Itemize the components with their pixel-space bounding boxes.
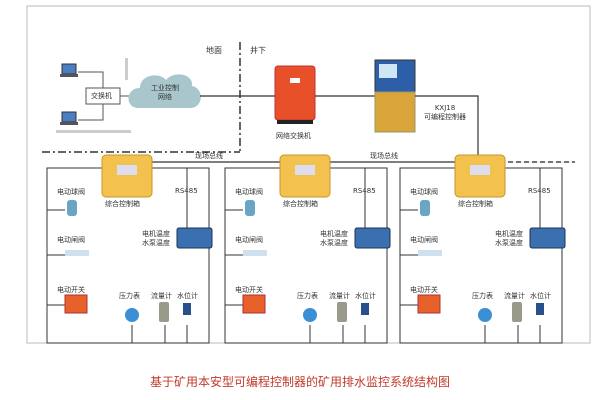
ball-valve-icon [67, 200, 77, 216]
controller-display [117, 165, 137, 175]
rs485-label: RS485 [528, 187, 551, 195]
motor-temp-label: 电机温度 [495, 230, 523, 238]
computer-icon [60, 63, 78, 77]
level-meter-icon [361, 303, 369, 315]
flowmeter-icon [159, 302, 169, 322]
controller-box-icon [101, 154, 153, 198]
rs485-label: RS485 [175, 187, 198, 195]
ball-valve-label: 电动球阀 [410, 188, 438, 196]
switch-label: 交换机 [91, 92, 112, 100]
electric-switch-icon [417, 294, 441, 314]
branch-wiring [46, 167, 210, 344]
pressure-gauge-icon [478, 308, 492, 322]
fieldbus-label: 现场总线 [370, 152, 398, 160]
plc-icon [374, 59, 416, 133]
pressure-label: 压力表 [297, 292, 318, 300]
level-label: 水位计 [355, 292, 376, 300]
network-switch-icon [274, 65, 316, 124]
level-label: 水位计 [177, 292, 198, 300]
electric-switch-label: 电动开关 [57, 286, 85, 294]
flowmeter-icon [512, 302, 522, 322]
pump-temp-label: 水泵温度 [142, 239, 170, 247]
branch-wiring [224, 167, 388, 344]
gate-valve-label: 电动闸阀 [410, 236, 438, 244]
pressure-label: 压力表 [472, 292, 493, 300]
flow-label: 流量计 [151, 292, 172, 300]
flow-label: 流量计 [329, 292, 350, 300]
ball-valve-label: 电动球阀 [235, 188, 263, 196]
motor-temp-label: 电机温度 [142, 230, 170, 238]
gate-valve-icon [65, 250, 89, 256]
gate-valve-label: 电动闸阀 [57, 236, 85, 244]
fieldbus-label: 现场总线 [195, 152, 223, 160]
gate-valve-icon [418, 250, 442, 256]
level-meter-icon [183, 303, 191, 315]
pump-temp-label: 水泵温度 [495, 239, 523, 247]
level-meter-icon [536, 303, 544, 315]
controller-box-icon [454, 154, 506, 198]
ball-valve-icon [420, 200, 430, 216]
motor-temp-label: 电机温度 [320, 230, 348, 238]
ball-valve-icon [245, 200, 255, 216]
ground-label: 地面 [206, 46, 222, 55]
branch-wiring [399, 167, 563, 344]
temperature-monitor-icon [354, 227, 391, 249]
controller-box-icon [279, 154, 331, 198]
controller-display [295, 165, 315, 175]
controller-label: 综合控制箱 [105, 200, 140, 208]
gate-valve-label: 电动闸阀 [235, 236, 263, 244]
controller-label: 综合控制箱 [458, 200, 493, 208]
pressure-label: 压力表 [119, 292, 140, 300]
electric-switch-label: 电动开关 [410, 286, 438, 294]
diagram-title: 基于矿用本安型可编程控制器的矿用排水监控系统结构图 [149, 375, 450, 389]
cloud-label: 工业控制网络 [151, 84, 179, 101]
flowmeter-icon [337, 302, 347, 322]
pump-temp-label: 水泵温度 [320, 239, 348, 247]
computer-icon [60, 111, 78, 125]
temperature-monitor-icon [176, 227, 213, 249]
network-switch-label: 网络交换机 [276, 132, 311, 140]
electric-switch-label: 电动开关 [235, 286, 263, 294]
flow-label: 流量计 [504, 292, 525, 300]
gate-valve-icon [243, 250, 267, 256]
controller-label: 综合控制箱 [283, 200, 318, 208]
electric-switch-icon [242, 294, 266, 314]
controller-display [470, 165, 490, 175]
underground-label: 井下 [250, 46, 266, 55]
rs485-label: RS485 [353, 187, 376, 195]
temperature-monitor-icon [529, 227, 566, 249]
level-label: 水位计 [530, 292, 551, 300]
electric-switch-icon [64, 294, 88, 314]
cloud-icon [128, 74, 201, 108]
pressure-gauge-icon [303, 308, 317, 322]
ball-valve-label: 电动球阀 [57, 188, 85, 196]
pressure-gauge-icon [125, 308, 139, 322]
